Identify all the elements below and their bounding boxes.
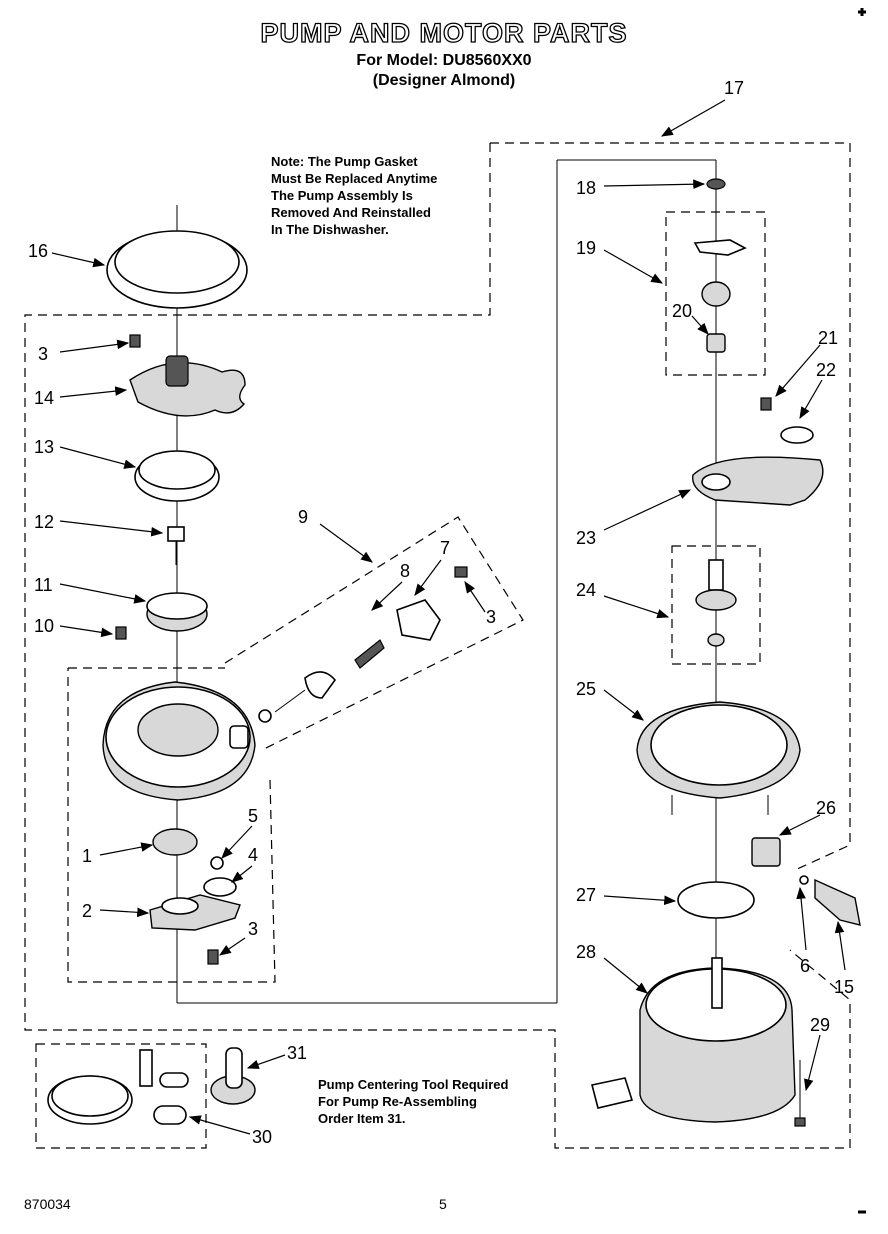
callout-5: 5 [248, 806, 259, 826]
seal-plate-part23 [691, 456, 824, 506]
centering-tool-note: Pump Centering Tool Required For Pump Re… [318, 1077, 509, 1126]
thermostat-part15 [799, 875, 861, 926]
inner-pump-boundary [67, 667, 276, 983]
assembly-17-boundary [490, 142, 851, 871]
o-ring-part4 [203, 877, 237, 897]
callout-29: 29 [810, 1015, 831, 1035]
model-number: For Model: DU8560XX0 [356, 52, 532, 69]
callout-17: 17 [724, 78, 745, 98]
callout-19: 19 [576, 238, 597, 258]
callout-2: 2 [82, 901, 93, 921]
callout-3: 3 [38, 344, 49, 364]
pump-housing-boundary [24, 143, 851, 1149]
screw-part21 [760, 397, 772, 411]
valve-parts-7-8 [258, 566, 468, 723]
centering-tool-part31 [210, 1047, 256, 1105]
gasket-note: Note: The Pump Gasket Must Be Replaced A… [271, 154, 438, 237]
callout-15: 15 [834, 977, 855, 997]
document-number: 870034 [24, 1196, 71, 1212]
callout-14: 14 [34, 388, 55, 408]
screw-part29 [794, 1060, 806, 1127]
o-ring-part22 [780, 426, 814, 444]
callout-18: 18 [576, 178, 597, 198]
seal-ring-part13 [134, 450, 220, 502]
pump-housing-main [102, 681, 256, 801]
callout-25: 25 [576, 679, 597, 699]
callout-3-base: 3 [248, 919, 259, 939]
callout-26: 26 [816, 798, 837, 818]
callout-24: 24 [576, 580, 597, 600]
callout-8: 8 [400, 561, 411, 581]
kit-30-boundary [35, 1043, 207, 1149]
callout-23: 23 [576, 528, 597, 548]
motor-mount-part25 [636, 701, 801, 815]
screw-part3-bottom [207, 949, 219, 965]
bracket-part26 [751, 837, 781, 867]
ball-part5 [210, 856, 224, 870]
callout-27: 27 [576, 885, 597, 905]
screw-part10 [115, 626, 127, 640]
model-variant: (Designer Almond) [372, 72, 516, 89]
callout-1: 1 [82, 846, 93, 866]
impeller-assembly-24-boundary [671, 545, 761, 665]
callout-20: 20 [672, 301, 693, 321]
callout-11: 11 [34, 575, 53, 595]
callout-4: 4 [248, 845, 259, 865]
isolator-part27 [677, 881, 755, 919]
valve-assembly-9-boundary [224, 516, 524, 751]
callout-12: 12 [34, 512, 55, 532]
callout-16: 16 [28, 241, 49, 261]
screw-part3-top [129, 334, 141, 348]
pump-gasket-part16 [106, 230, 248, 309]
filter-screen-part1 [152, 828, 198, 856]
callout-30: 30 [252, 1127, 273, 1147]
page-title: PUMP AND MOTOR PARTS [260, 17, 628, 48]
callout-9: 9 [298, 507, 309, 527]
impeller-part11 [146, 592, 208, 632]
impeller-shaft-part24 [695, 559, 737, 647]
spring-parts-19 [693, 239, 747, 307]
page-number: 5 [439, 1196, 447, 1212]
pump-base-part2 [149, 894, 241, 931]
screw-part12 [167, 526, 185, 565]
callout-7: 7 [440, 538, 451, 558]
motor-part28 [591, 957, 796, 1123]
pump-cover-part14 [129, 355, 246, 417]
leader-lines [51, 99, 846, 1135]
corner-marks [858, 8, 866, 1214]
callout-21: 21 [818, 328, 839, 348]
repair-kit-part30 [47, 1049, 189, 1125]
callout-13: 13 [34, 437, 55, 457]
callout-3-valve: 3 [486, 607, 497, 627]
callout-10: 10 [34, 616, 55, 636]
callout-6: 6 [800, 956, 811, 976]
callout-31: 31 [287, 1043, 308, 1063]
washer-part18 [706, 178, 726, 190]
bushing-part20 [706, 333, 726, 353]
callout-22: 22 [816, 360, 837, 380]
callout-28: 28 [576, 942, 597, 962]
spring-assembly-19-boundary [665, 211, 766, 376]
